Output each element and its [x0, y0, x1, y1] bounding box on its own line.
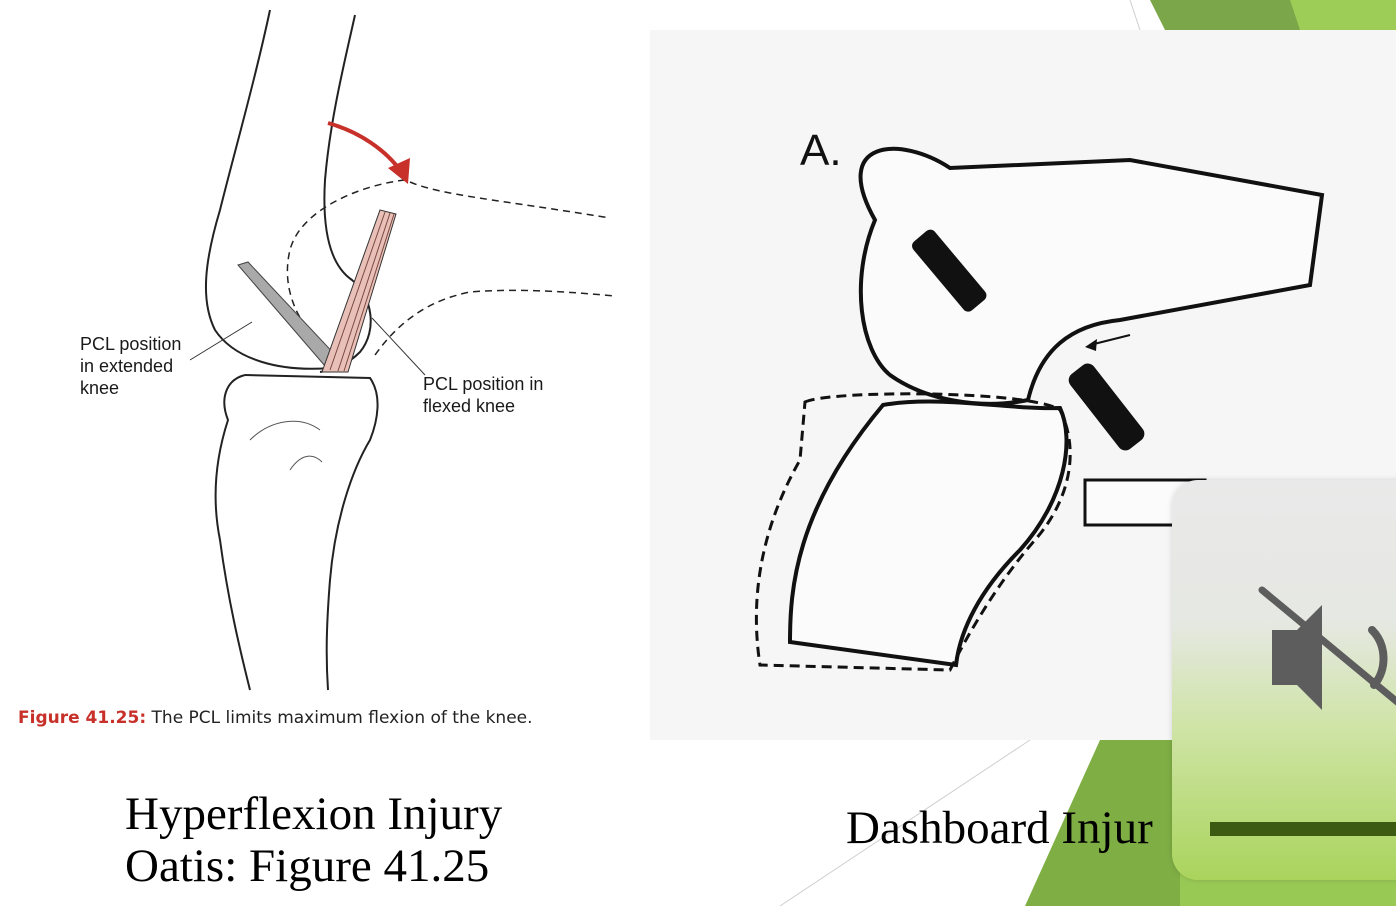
speaker-muted-icon[interactable]: [1172, 480, 1396, 780]
label-line: in extended: [80, 355, 181, 377]
tibia-texture: [250, 421, 322, 470]
flexed-leader: [372, 318, 425, 375]
flexed-femur-bottom: [375, 290, 615, 355]
audio-control-panel[interactable]: [1172, 480, 1396, 880]
pcl-flexed-band: [322, 210, 396, 372]
pcl-extended-band: [238, 262, 340, 366]
pcl-mark: [1065, 360, 1147, 453]
label-line: flexed knee: [423, 395, 543, 417]
label-line: knee: [80, 377, 181, 399]
flexion-arrow: [328, 123, 400, 170]
slide-title-right: Dashboard Injur: [846, 802, 1153, 854]
tibia-right-edge: [245, 375, 378, 690]
caption-number: Figure 41.25:: [18, 708, 146, 728]
tibia-left-edge: [216, 375, 250, 690]
speaker-wave: [1372, 630, 1384, 685]
caption-text: The PCL limits maximum flexion of the kn…: [146, 708, 532, 728]
label-pcl-flexed: PCL position in flexed knee: [423, 373, 543, 417]
label-line: PCL position in: [423, 373, 543, 395]
label-line: PCL position: [80, 333, 181, 355]
slide-title-left: Hyperflexion Injury Oatis: Figure 41.25: [125, 788, 502, 892]
label-pcl-extended: PCL position in extended knee: [80, 333, 181, 399]
slide-title-line: Oatis: Figure 41.25: [125, 840, 502, 892]
slide-title-line: Hyperflexion Injury: [125, 788, 502, 840]
tibia-shape: [790, 402, 1067, 665]
audio-progress-bar[interactable]: [1210, 822, 1396, 836]
flexed-femur-top: [410, 182, 610, 218]
femur-outline: [206, 10, 330, 369]
theme-shape-top-light: [1290, 0, 1396, 30]
figure-caption: Figure 41.25: The PCL limits maximum fle…: [18, 708, 533, 728]
figure-letter: A.: [800, 126, 842, 175]
theme-line-top: [1130, 0, 1140, 30]
force-arrowhead: [1085, 339, 1097, 351]
